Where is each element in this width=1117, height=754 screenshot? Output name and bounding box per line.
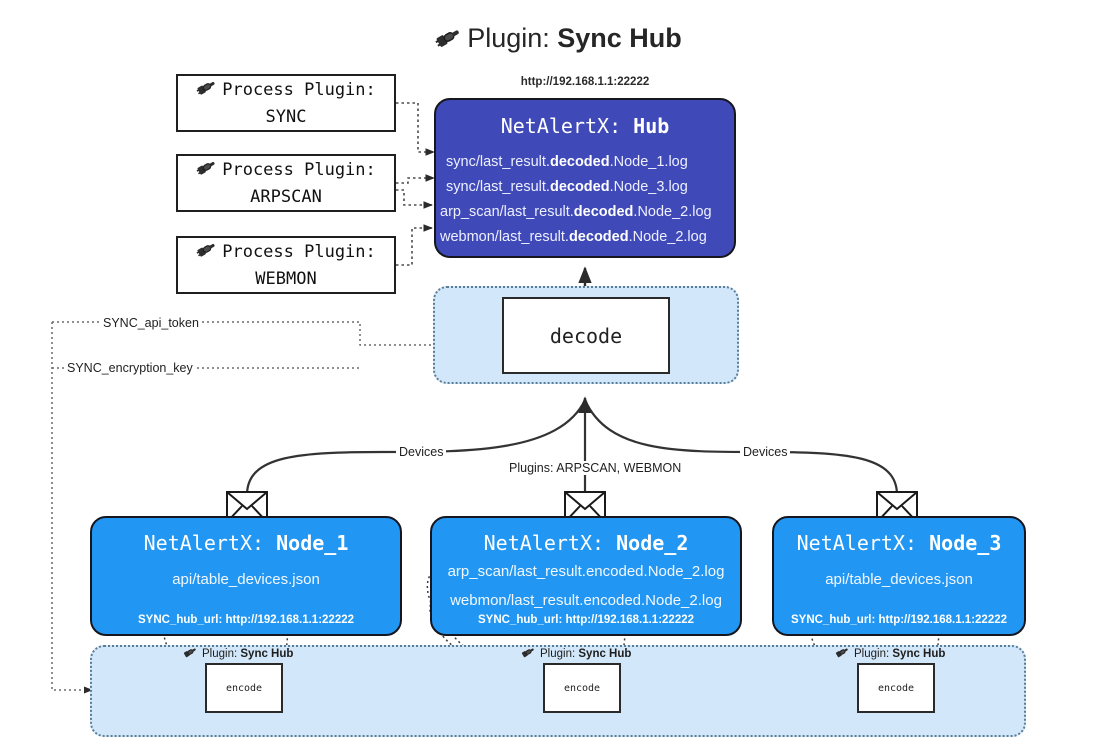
page-title-prefix: Plugin: [467,23,550,53]
plug-icon [196,77,218,105]
plug-icon [183,645,198,662]
node-resource-line: api/table_devices.json [825,571,973,588]
process-plugin-name: WEBMON [255,268,317,289]
process-plugin-box-webmon[interactable]: Process Plugin: WEBMON [176,236,396,294]
page-title: Plugin: Sync Hub [0,16,1117,63]
wire-label-devices-right: Devices [740,445,791,459]
hub-log-line: sync/last_result.decoded.Node_3.log [446,179,688,195]
node-resource-line: api/table_devices.json [172,571,320,588]
encode-box-node-1[interactable]: encode [205,663,283,713]
process-plugin-label: Process Plugin: [222,80,376,100]
decode-box[interactable]: decode [502,297,670,374]
node-resource-line: arp_scan/last_result.encoded.Node_2.log [447,563,725,580]
hub-title: NetAlertX: Hub [436,114,734,138]
process-plugin-name: ARPSCAN [250,186,322,207]
process-plugin-label: Process Plugin: [222,242,376,262]
hub-log-line: arp_scan/last_result.decoded.Node_2.log [440,204,712,220]
node-title: NetAlertX: Node_3 [774,531,1024,555]
plug-icon [196,239,218,267]
node-hub-url: SYNC_hub_url: http://192.168.1.1:22222 [137,614,355,626]
node-title-prefix: NetAlertX: [143,531,265,555]
hub-url-label: http://192.168.1.1:22222 [520,76,650,88]
hub-log-line: sync/last_result.decoded.Node_1.log [446,154,688,170]
node-title: NetAlertX: Node_1 [92,531,400,555]
node-title-name: Node_2 [616,531,689,555]
plug-icon [835,645,850,662]
hub-title-name: Hub [633,114,670,138]
wire-label-devices-left: Devices [396,445,447,459]
node-resource-line: webmon/last_result.encoded.Node_2.log [450,592,722,609]
node-title-name: Node_1 [276,531,349,555]
node-title-prefix: NetAlertX: [483,531,605,555]
node-hub-url: SYNC_hub_url: http://192.168.1.1:22222 [790,614,1008,626]
process-plugin-box-sync[interactable]: Process Plugin: SYNC [176,74,396,132]
node-box-node-1[interactable]: NetAlertX: Node_1 api/table_devices.json… [90,516,402,636]
hub-log-line: webmon/last_result.decoded.Node_2.log [440,229,707,245]
plug-icon [521,645,536,662]
hub-box[interactable]: NetAlertX: Hub sync/last_result.decoded.… [434,98,736,258]
encoder-caption-node-2: Plugin: Sync Hub [521,645,631,662]
process-plugin-name: SYNC [265,106,307,127]
node-title: NetAlertX: Node_2 [432,531,740,555]
node-title-prefix: NetAlertX: [796,531,918,555]
process-plugin-box-arpscan[interactable]: Process Plugin: ARPSCAN [176,154,396,212]
node-box-node-3[interactable]: NetAlertX: Node_3 api/table_devices.json… [772,516,1026,636]
encode-box-node-2[interactable]: encode [543,663,621,713]
hub-title-prefix: NetAlertX: [500,114,622,138]
secret-label-encryption-key: SYNC_encryption_key [64,361,196,375]
node-hub-url: SYNC_hub_url: http://192.168.1.1:22222 [477,614,695,626]
process-plugin-label: Process Plugin: [222,160,376,180]
plug-icon [435,19,463,63]
node-box-node-2[interactable]: NetAlertX: Node_2 arp_scan/last_result.e… [430,516,742,636]
node-title-name: Node_3 [929,531,1002,555]
wire-label-plugins-center: Plugins: ARPSCAN, WEBMON [506,461,685,475]
page-title-name: Sync Hub [557,23,682,53]
plug-icon [196,157,218,185]
secret-label-api-token: SYNC_api_token [100,316,202,330]
encode-box-node-3[interactable]: encode [857,663,935,713]
encoder-caption-node-1: Plugin: Sync Hub [183,645,293,662]
encoder-caption-node-3: Plugin: Sync Hub [835,645,945,662]
